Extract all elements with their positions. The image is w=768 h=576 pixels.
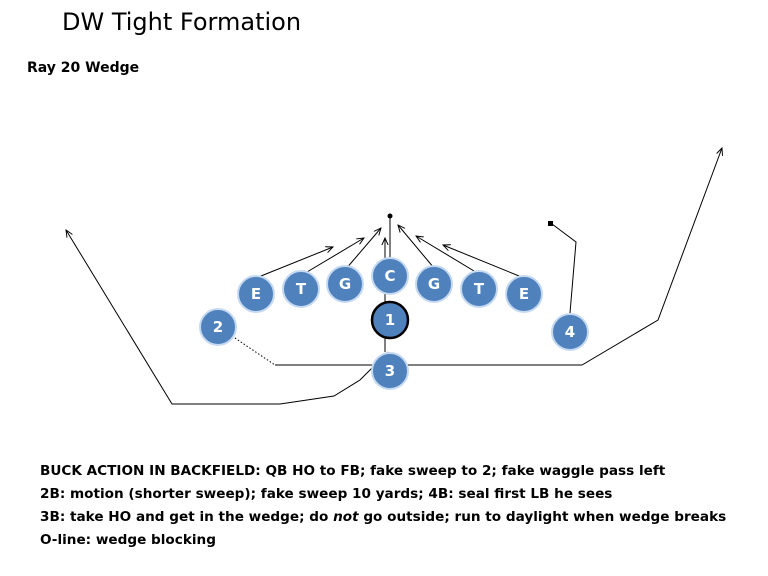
route-back-4 [551, 223, 577, 314]
player-c-label: C [384, 267, 395, 285]
route-right-end [443, 245, 525, 279]
player-lt-circle [282, 270, 320, 308]
route-back-4-end [548, 221, 553, 226]
note-line-3-b: go outside; run to daylight when wedge b… [358, 509, 727, 525]
player-re-label: E [519, 285, 529, 303]
route-left-tackle [301, 238, 364, 276]
note-line-3: 3B: take HO and get in the wedge; do not… [40, 506, 726, 529]
player-b3: 3 [371, 352, 409, 390]
player-rt-circle [460, 270, 498, 308]
player-lg-label: G [339, 275, 351, 293]
player-lt: T [282, 270, 320, 308]
player-b4-circle [551, 313, 589, 351]
player-b2: 2 [199, 308, 237, 346]
player-re: E [505, 275, 543, 313]
player-b1-label: 1 [385, 311, 395, 329]
player-lg-circle [326, 265, 364, 303]
player-rt-label: T [474, 280, 485, 298]
play-name: Ray 20 Wedge [27, 60, 140, 76]
route-fake-waggle-left [66, 230, 389, 405]
player-c-circle [371, 257, 409, 295]
player-le-circle [237, 275, 275, 313]
route-right-tackle [416, 236, 480, 275]
diagram-title: DW Tight Formation [62, 8, 302, 36]
player-b4-label: 4 [565, 323, 575, 341]
route-left-guard [344, 228, 381, 271]
note-line-1: BUCK ACTION IN BACKFIELD: QB HO to FB; f… [40, 463, 666, 479]
player-b2-label: 2 [213, 318, 223, 336]
route-right-guard [398, 225, 435, 269]
player-b1-circle [370, 300, 410, 340]
player-b1: 1 [370, 300, 410, 340]
player-le-label: E [251, 285, 261, 303]
player-lt-label: T [296, 280, 307, 298]
player-re-circle [505, 275, 543, 313]
note-line-4: O-line: wedge blocking [40, 532, 216, 548]
player-b3-circle [371, 352, 409, 390]
player-b2-circle [199, 308, 237, 346]
player-rg-circle [415, 265, 453, 303]
route-center-dot [387, 213, 393, 219]
player-lg: G [326, 265, 364, 303]
player-rg-label: G [428, 275, 440, 293]
note-line-3-a: 3B: take HO and get in the wedge; do [40, 509, 334, 525]
player-b3-label: 3 [385, 362, 395, 380]
player-rg: G [415, 265, 453, 303]
player-b4: 4 [551, 313, 589, 351]
note-line-2: 2B: motion (shorter sweep); fake sweep 1… [40, 486, 613, 502]
note-line-3-emphasis: not [333, 509, 359, 525]
player-c: C [371, 257, 409, 295]
route-left-end [255, 247, 333, 279]
players: E T G C G T E 1 2 3 4 [199, 257, 589, 390]
player-le: E [237, 275, 275, 313]
play-notes: BUCK ACTION IN BACKFIELD: QB HO to FB; f… [40, 460, 726, 552]
player-rt: T [460, 270, 498, 308]
route-back-2-motion [231, 335, 276, 366]
route-back-2-sweep [275, 148, 722, 366]
